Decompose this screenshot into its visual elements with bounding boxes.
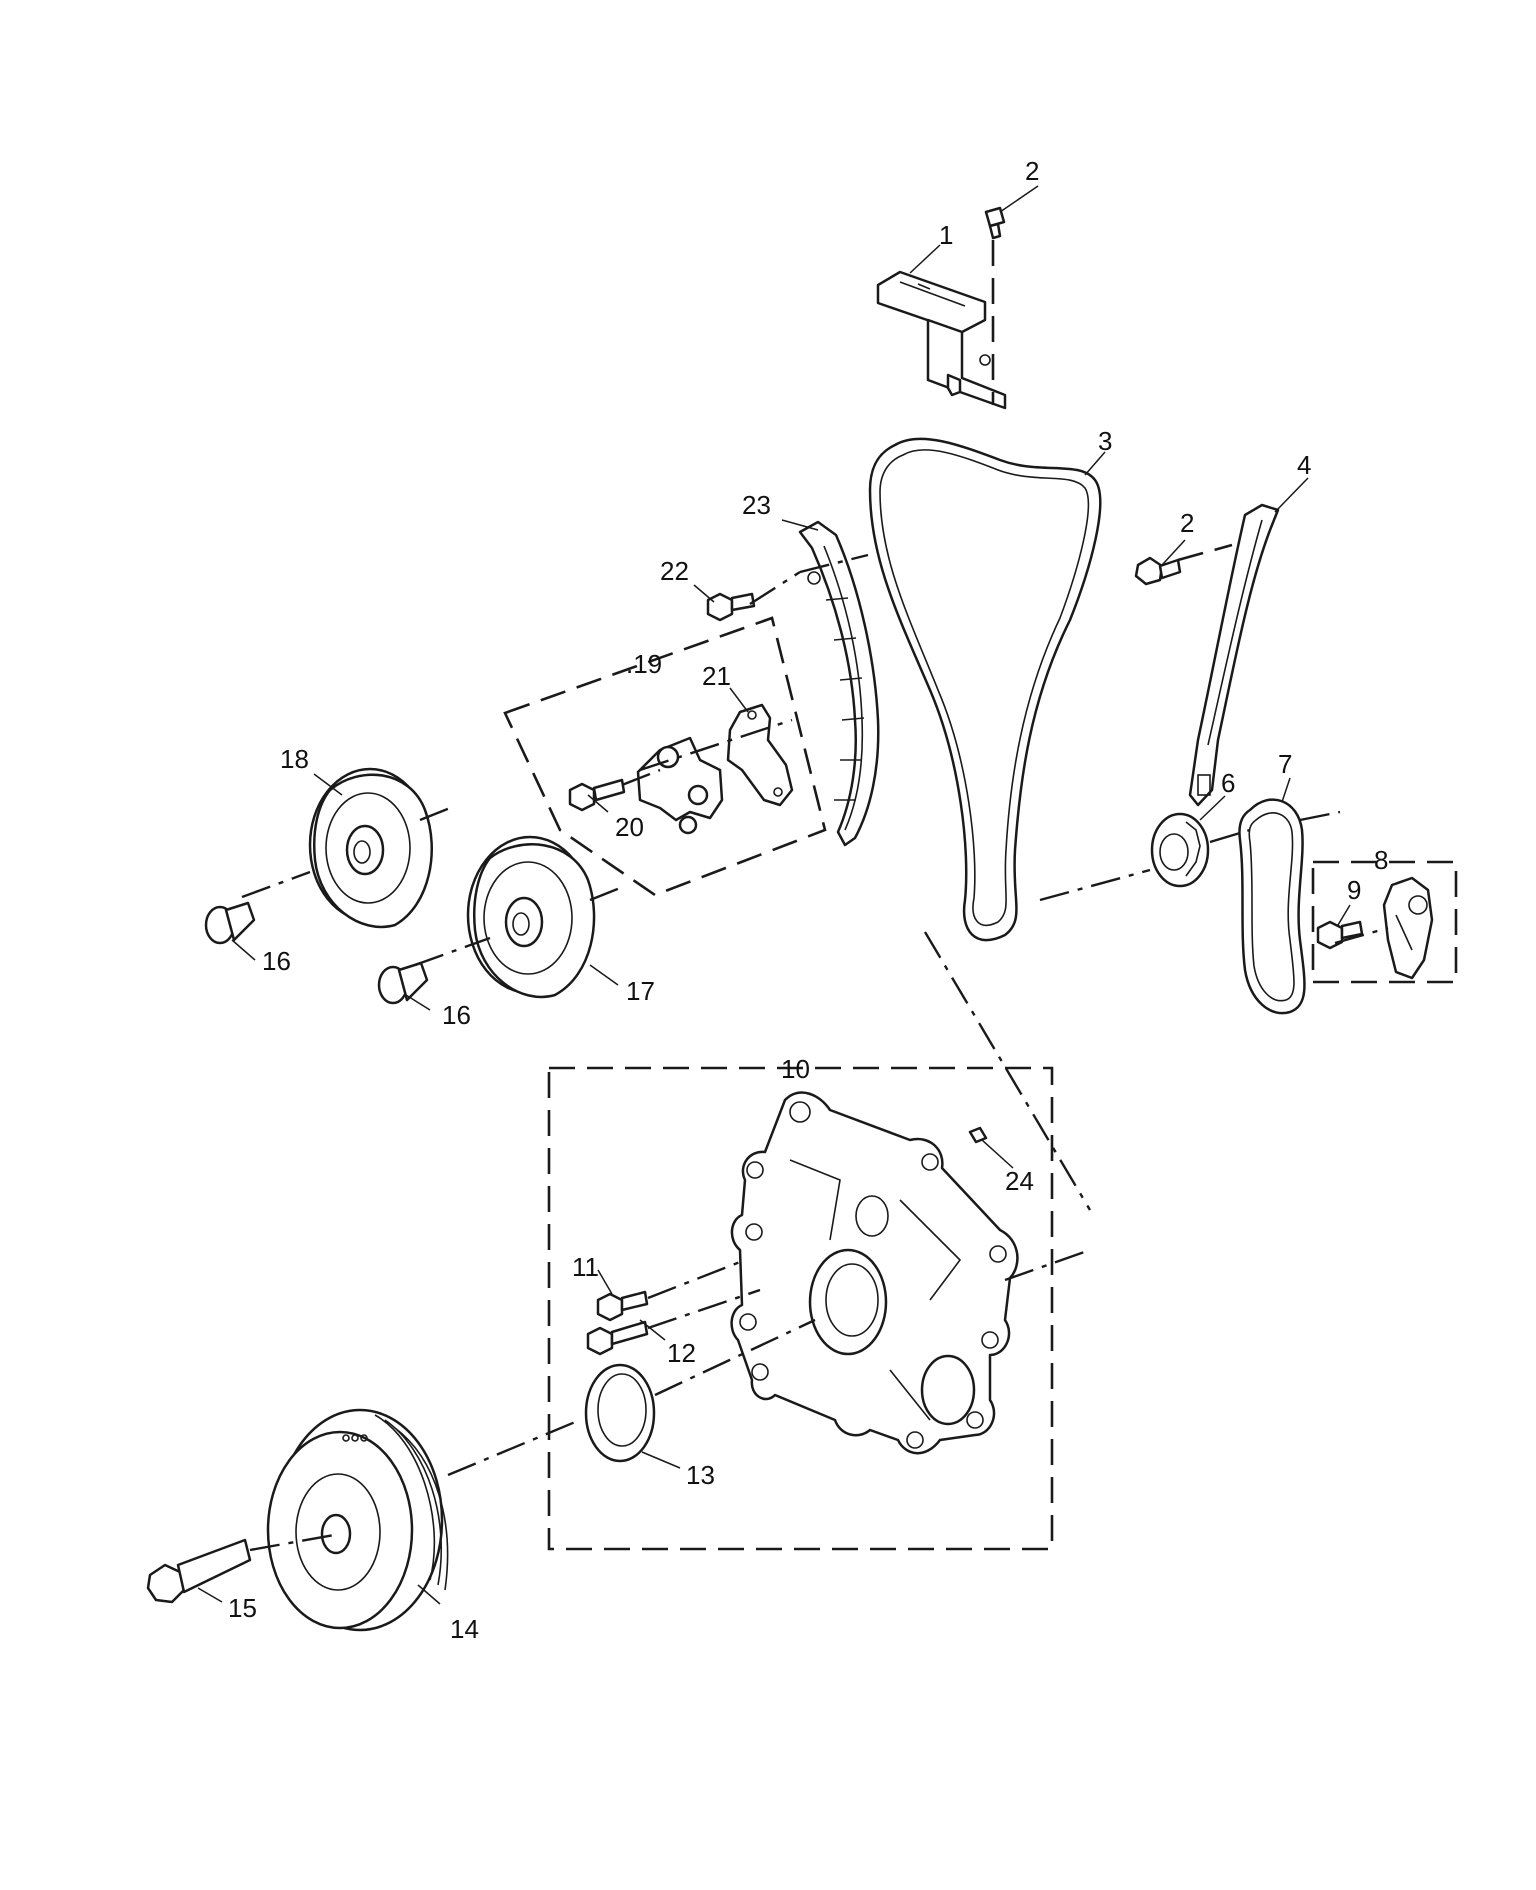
- callout-2-top: 2: [1025, 156, 1039, 186]
- part-11-bolt[interactable]: [596, 1290, 649, 1322]
- callout-15: 15: [228, 1593, 257, 1623]
- part-17-cam-phaser[interactable]: [466, 835, 596, 999]
- part-2-bolt-top[interactable]: [984, 206, 1006, 240]
- part-14-crankshaft-pulley[interactable]: [266, 1408, 449, 1632]
- part-2-bolt-right[interactable]: [1134, 556, 1182, 586]
- part-15-pulley-bolt[interactable]: [146, 1538, 252, 1604]
- part-18-cam-phaser[interactable]: [308, 767, 433, 929]
- part-13-crankshaft-seal[interactable]: [584, 1363, 656, 1463]
- callout-21: 21: [702, 661, 731, 691]
- callout-14: 14: [450, 1614, 479, 1644]
- callout-10: 10: [781, 1054, 810, 1084]
- part-8-chain-tensioner[interactable]: [1382, 876, 1434, 980]
- group-10-timing-cover-outline: [547, 1066, 1054, 1551]
- callout-24: 24: [1005, 1166, 1034, 1196]
- alignment-lines: [241, 240, 1389, 1552]
- callout-19: .19: [626, 649, 662, 679]
- callout-16-left: 16: [262, 946, 291, 976]
- part-1-upper-guide-bracket[interactable]: [876, 270, 1007, 410]
- callout-4: 4: [1297, 450, 1311, 480]
- part-4-chain-guide[interactable]: [1188, 503, 1280, 807]
- callout-8: 8: [1374, 845, 1388, 875]
- callout-20: 20: [615, 812, 644, 842]
- part-7-oil-pump-chain[interactable]: [1238, 798, 1306, 1015]
- part-22-bolt[interactable]: [706, 592, 756, 622]
- part-21-tensioner-gasket[interactable]: [726, 703, 794, 807]
- part-6-crankshaft-sprocket[interactable]: [1150, 812, 1210, 888]
- callout-9: 9: [1347, 875, 1361, 905]
- callout-13: 13: [686, 1460, 715, 1490]
- callout-6: 6: [1221, 768, 1235, 798]
- part-10-timing-cover[interactable]: [730, 1091, 1019, 1455]
- group-8-chain-tensioner-outline: [1311, 860, 1458, 984]
- callout-labels: 1 2 3 4 2 6 7 8 9 23 22 .19 21 20 18 16 …: [228, 156, 1388, 1644]
- part-24-dowel[interactable]: [968, 1126, 988, 1144]
- part-9-bolt[interactable]: [1316, 920, 1364, 950]
- callout-16-right: 16: [442, 1000, 471, 1030]
- part-23-tensioner-arm[interactable]: [798, 520, 880, 847]
- callout-23: 23: [742, 490, 771, 520]
- callout-18: 18: [280, 744, 309, 774]
- callout-17: 17: [626, 976, 655, 1006]
- callout-1: 1: [939, 220, 953, 250]
- callout-22: 22: [660, 556, 689, 586]
- callout-11: 11: [572, 1252, 599, 1282]
- part-12-bolt[interactable]: [586, 1320, 649, 1356]
- callout-2-right: 2: [1180, 508, 1194, 538]
- callout-leaders: [197, 185, 1351, 1605]
- part-3-timing-chain[interactable]: [868, 437, 1102, 942]
- callout-3: 3: [1098, 426, 1112, 456]
- part-16-phaser-bolt-right[interactable]: [377, 961, 429, 1005]
- callout-7: 7: [1278, 749, 1292, 779]
- callout-12: 12: [667, 1338, 696, 1368]
- part-20-tensioner[interactable]: [568, 736, 724, 835]
- group-19-tensioner-kit-outline: [503, 616, 827, 897]
- part-16-phaser-bolt-left[interactable]: [204, 901, 256, 945]
